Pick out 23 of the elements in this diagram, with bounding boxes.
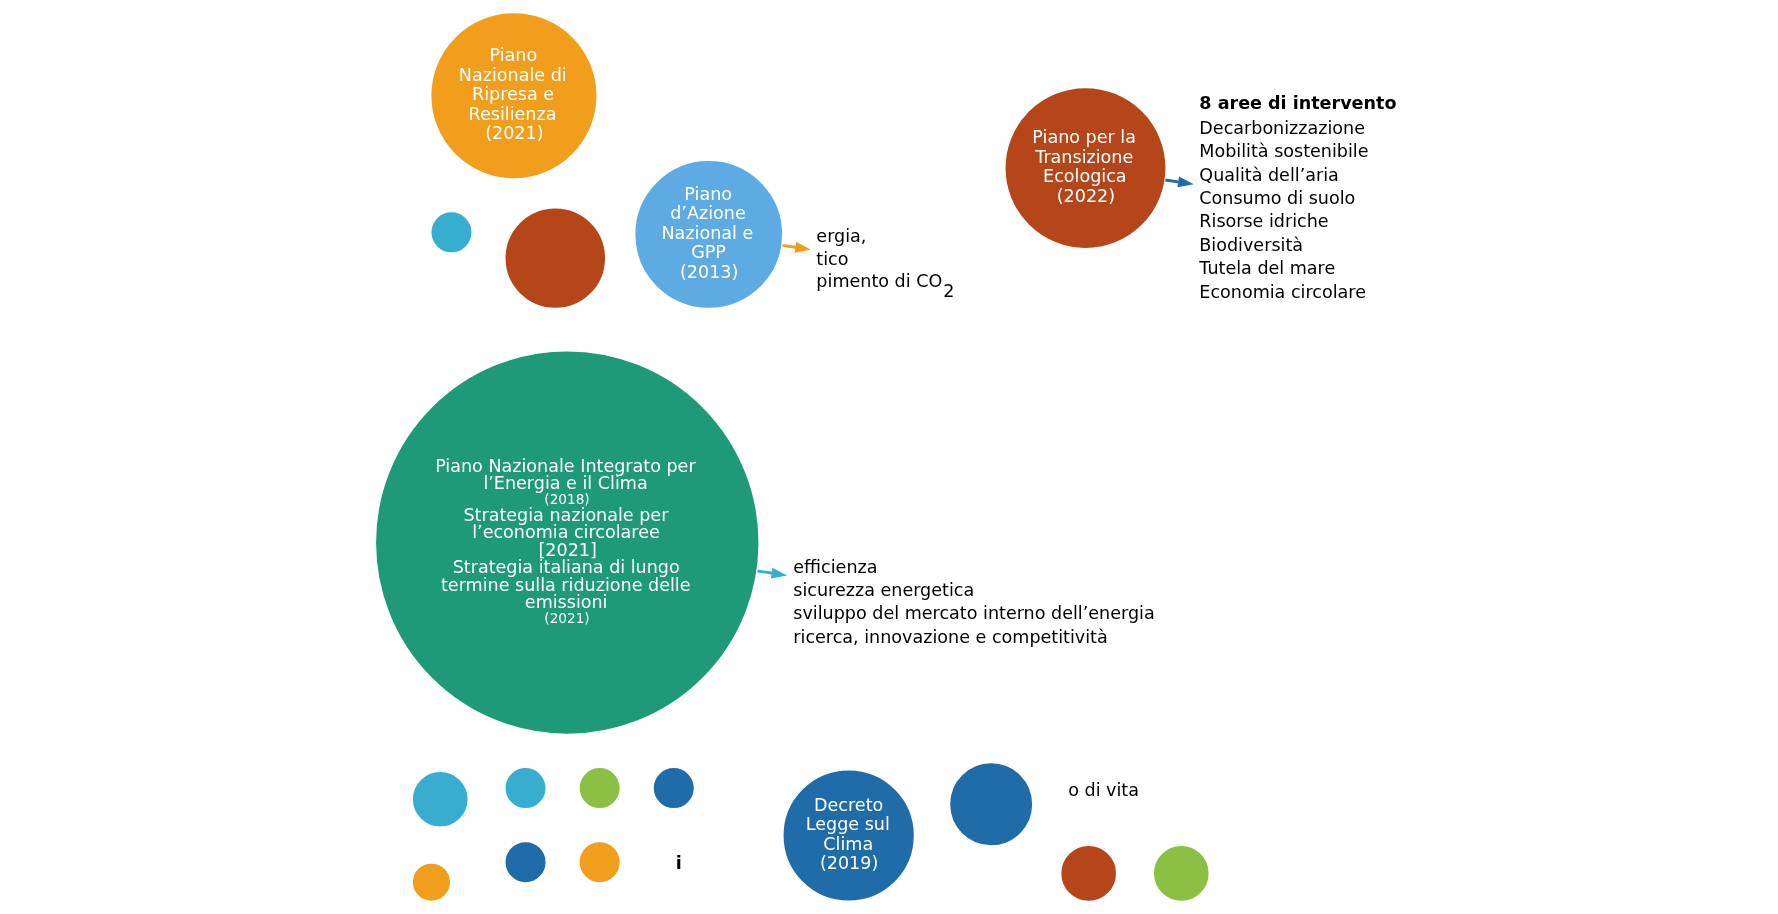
node-circle bbox=[503, 206, 607, 310]
node-circle: Piano d’Azione Nazional e GPP (2013) bbox=[632, 159, 784, 310]
node-text: efficienza sicurezza energetica sviluppo del mercato interno dell’energia ricerca, innovazione e competitività bbox=[792, 556, 1155, 647]
node-circle: Piano per la Transizione Ecologica (2022) bbox=[1003, 86, 1167, 250]
node-circle bbox=[503, 840, 547, 885]
node-circle: Piano Nazionale di Ripresa e Resilienza (2021) bbox=[428, 11, 598, 181]
node-circle bbox=[410, 861, 452, 903]
node-circle: Decreto Legge sul Clima (2019) bbox=[781, 768, 916, 903]
node-circle bbox=[410, 770, 469, 829]
node-circle bbox=[1058, 844, 1118, 903]
node-text: 8 aree di intervento Decarbonizzazione Mobilità sostenibile Qualità dell’aria Consumo di suolo Risorse idriche Biodiversità Tutela del mare Economia circolare bbox=[1198, 93, 1396, 302]
node-circle bbox=[429, 210, 473, 255]
node-circle bbox=[1151, 844, 1211, 903]
node-circle bbox=[651, 766, 696, 811]
label: i bbox=[675, 852, 682, 873]
label: o di vita bbox=[1067, 779, 1139, 800]
node-circle bbox=[577, 840, 622, 885]
arrow bbox=[756, 567, 787, 579]
node-circle bbox=[503, 766, 547, 811]
node-circle: Piano Nazionale Integrato per l’Energia e il Clima (2018) Strategia nazionale per l’economia circolaree [2021] Strategia italiana di lungo termine sulla riduzione delle emissioni (2021) bbox=[373, 349, 760, 736]
node-circle bbox=[947, 761, 1034, 848]
arrow bbox=[1164, 176, 1194, 188]
node-circle bbox=[577, 766, 622, 811]
